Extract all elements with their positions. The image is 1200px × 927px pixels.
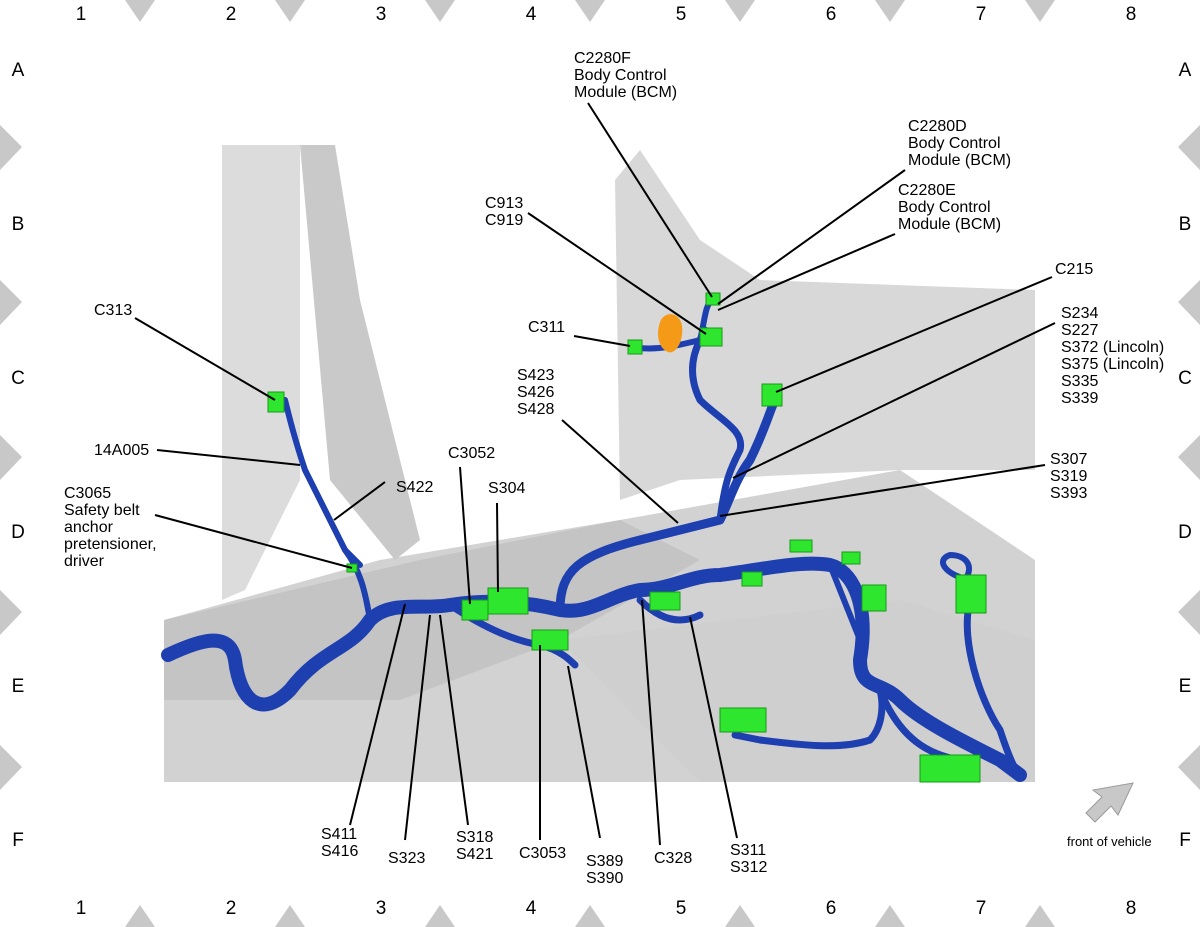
front-of-vehicle-label: front of vehicle — [1067, 834, 1152, 849]
leader-lines — [134, 102, 1056, 846]
grid-col-7-top: 7 — [975, 4, 987, 25]
grid-row-c-left: C — [11, 368, 25, 389]
grid-col-6-top: 6 — [825, 4, 837, 25]
grid-col-3-bottom: 3 — [375, 898, 387, 919]
front-arrow-icon — [1085, 782, 1134, 823]
connectors — [267, 292, 987, 783]
grid-row-a-right: A — [1178, 60, 1192, 81]
grid-row-d-right: D — [1178, 522, 1192, 543]
label-c3052: C3052 — [448, 445, 496, 462]
grid-col-7-bottom: 7 — [975, 898, 987, 919]
label-c311: C311 — [528, 319, 566, 336]
grid-col-8-bottom: 8 — [1125, 898, 1137, 919]
label-c313: C313 — [94, 302, 133, 319]
grid-col-6-bottom: 6 — [825, 898, 837, 919]
grid-col-1-top: 1 — [75, 4, 87, 25]
grid-col-2-top: 2 — [225, 4, 237, 25]
label-c328: C328 — [654, 850, 693, 867]
grid-row-d-left: D — [11, 522, 25, 543]
grid-col-5-top: 5 — [675, 4, 687, 25]
label-14a005: 14A005 — [94, 442, 150, 459]
grid-row-e-right: E — [1178, 676, 1192, 697]
label-s323: S323 — [388, 850, 426, 867]
grid-row-b-right: B — [1178, 214, 1192, 235]
grid-row-f-left: F — [12, 830, 24, 851]
grid-row-a-left: A — [11, 60, 25, 81]
grid-col-1-bottom: 1 — [75, 898, 87, 919]
grid-col-5-bottom: 5 — [675, 898, 687, 919]
label-s304: S304 — [488, 480, 526, 497]
label-c3053: C3053 — [519, 845, 567, 862]
grid-col-2-bottom: 2 — [225, 898, 237, 919]
grid-row-f-right: F — [1179, 830, 1191, 851]
label-s422: S422 — [396, 479, 434, 496]
grid-row-e-left: E — [11, 676, 25, 697]
grid-col-4-bottom: 4 — [525, 898, 537, 919]
label-c215: C215 — [1055, 261, 1094, 278]
grid-col-3-top: 3 — [375, 4, 387, 25]
orange-component — [658, 314, 683, 353]
grid-col-8-top: 8 — [1125, 4, 1137, 25]
wiring-harness — [161, 297, 1027, 782]
grid-row-b-left: B — [11, 214, 25, 235]
grid-col-4-top: 4 — [525, 4, 537, 25]
grid-row-c-right: C — [1178, 368, 1192, 389]
